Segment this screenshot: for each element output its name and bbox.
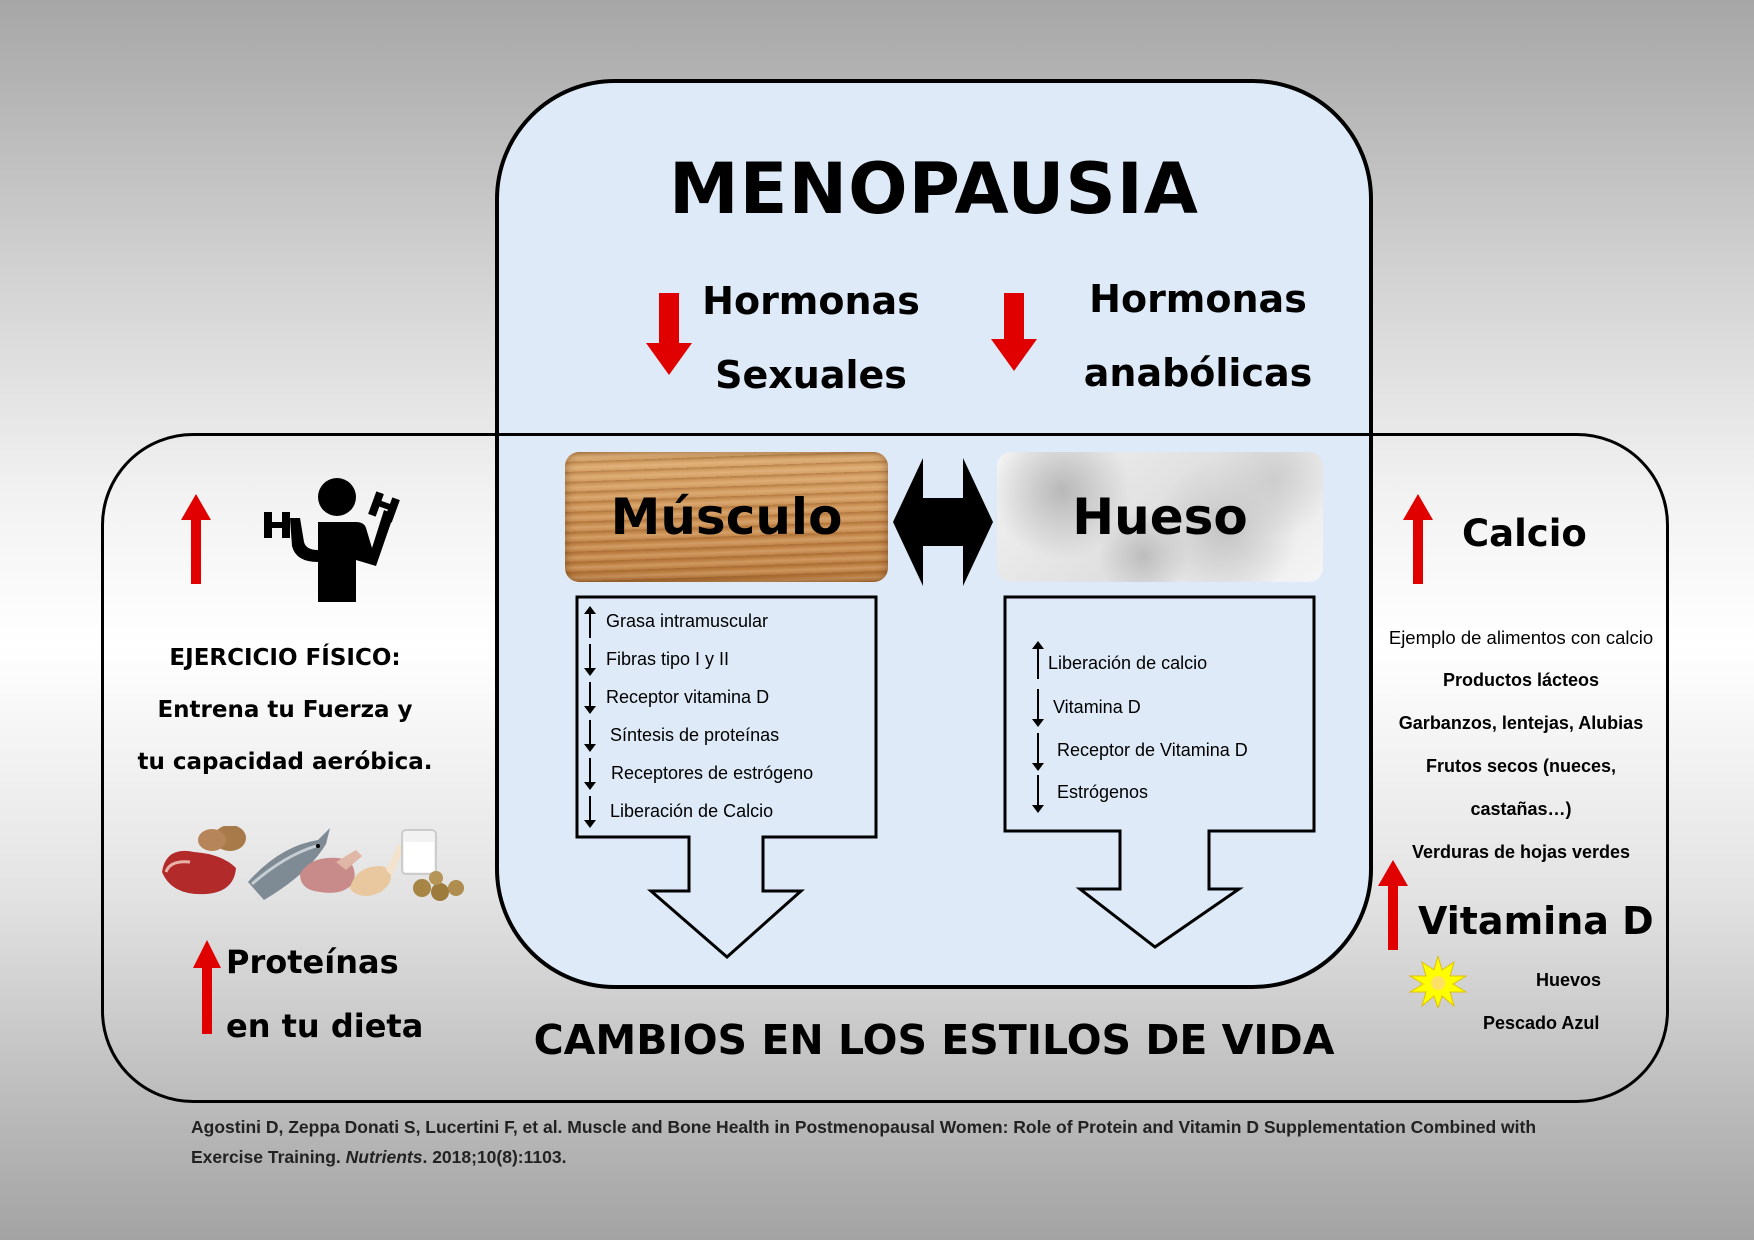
list-item: Frutos secos (nueces, bbox=[1425, 756, 1617, 776]
down-arrow-icon bbox=[584, 758, 596, 790]
citation: Agostini D, Zeppa Donati S, Lucertini F,… bbox=[191, 1112, 1611, 1172]
muscle-tile: Músculo bbox=[565, 452, 888, 582]
lifestyle-title: CAMBIOS EN LOS ESTILOS DE VIDA bbox=[533, 1016, 1335, 1064]
bone-callout-arrow bbox=[1003, 595, 1316, 949]
hormones-anabolic-line1: Hormonas bbox=[1089, 277, 1307, 321]
down-arrow-icon bbox=[1032, 775, 1044, 813]
frame-divider bbox=[497, 433, 1371, 436]
citation-line1: Agostini D, Zeppa Donati S, Lucertini F,… bbox=[191, 1117, 1537, 1137]
list-item: Huevos bbox=[1536, 970, 1602, 990]
exercise-line2: Entrena tu Fuerza y bbox=[157, 697, 413, 723]
down-arrow-icon bbox=[1032, 689, 1044, 727]
list-item: Verduras de hojas verdes bbox=[1411, 842, 1631, 862]
calcio-label: Calcio bbox=[1462, 512, 1587, 555]
double-arrow-icon bbox=[893, 458, 993, 586]
up-arrow-icon bbox=[1032, 641, 1044, 679]
list-item: castañas…) bbox=[1470, 799, 1572, 819]
muscle-label: Músculo bbox=[610, 488, 843, 546]
sun-icon bbox=[1408, 956, 1468, 1008]
exercise-line3: tu capacidad aeróbica. bbox=[137, 749, 433, 775]
citation-journal: Nutrients bbox=[345, 1147, 423, 1167]
weightlifter-icon bbox=[264, 478, 400, 602]
protein-line2: en tu dieta bbox=[226, 1007, 424, 1045]
down-arrow-icon bbox=[646, 293, 692, 375]
bone-tile: Hueso bbox=[997, 452, 1323, 582]
citation-line2: Exercise Training. Nutrients. 2018;10(8)… bbox=[191, 1147, 567, 1167]
list-item: Pescado Azul bbox=[1483, 1013, 1600, 1033]
up-arrow-icon bbox=[193, 940, 221, 1034]
down-arrow-icon bbox=[991, 293, 1037, 371]
protein-line1: Proteínas bbox=[226, 943, 399, 981]
calcium-foods-intro: Ejemplo de alimentos con calcio bbox=[1388, 627, 1654, 648]
list-item: Garbanzos, lentejas, Alubias bbox=[1398, 713, 1644, 733]
down-arrow-icon bbox=[584, 720, 596, 752]
down-arrow-icon bbox=[1032, 733, 1044, 771]
hormones-sexual-line2: Sexuales bbox=[715, 353, 907, 397]
bone-label: Hueso bbox=[1072, 488, 1248, 546]
down-arrow-icon bbox=[584, 644, 596, 676]
hormones-anabolic: Hormonas anabólicas bbox=[1063, 262, 1333, 410]
protein-text: Proteínas en tu dieta bbox=[226, 930, 423, 1058]
up-arrow-icon bbox=[1403, 494, 1433, 584]
hormones-anabolic-line2: anabólicas bbox=[1083, 351, 1313, 395]
up-arrow-icon bbox=[181, 494, 211, 584]
protein-foods-icon bbox=[162, 826, 464, 901]
page-title: MENOPAUSIA bbox=[669, 148, 1199, 230]
exercise-text: EJERCICIO FÍSICO: Entrena tu Fuerza y tu… bbox=[120, 632, 450, 788]
list-item: Productos lácteos bbox=[1442, 670, 1600, 690]
hormones-sexual: Hormonas Sexuales bbox=[676, 264, 946, 412]
hormones-sexual-line1: Hormonas bbox=[702, 279, 920, 323]
up-arrow-icon bbox=[584, 606, 596, 638]
up-arrow-icon bbox=[1378, 860, 1408, 950]
down-arrow-icon bbox=[584, 682, 596, 714]
muscle-callout-arrow bbox=[575, 595, 878, 959]
down-arrow-icon bbox=[584, 796, 596, 828]
exercise-line1: EJERCICIO FÍSICO: bbox=[169, 645, 401, 671]
calcium-foods: Ejemplo de alimentos con calcio Producto… bbox=[1370, 616, 1672, 874]
vitamin-d-label: Vitamina D bbox=[1418, 899, 1654, 943]
